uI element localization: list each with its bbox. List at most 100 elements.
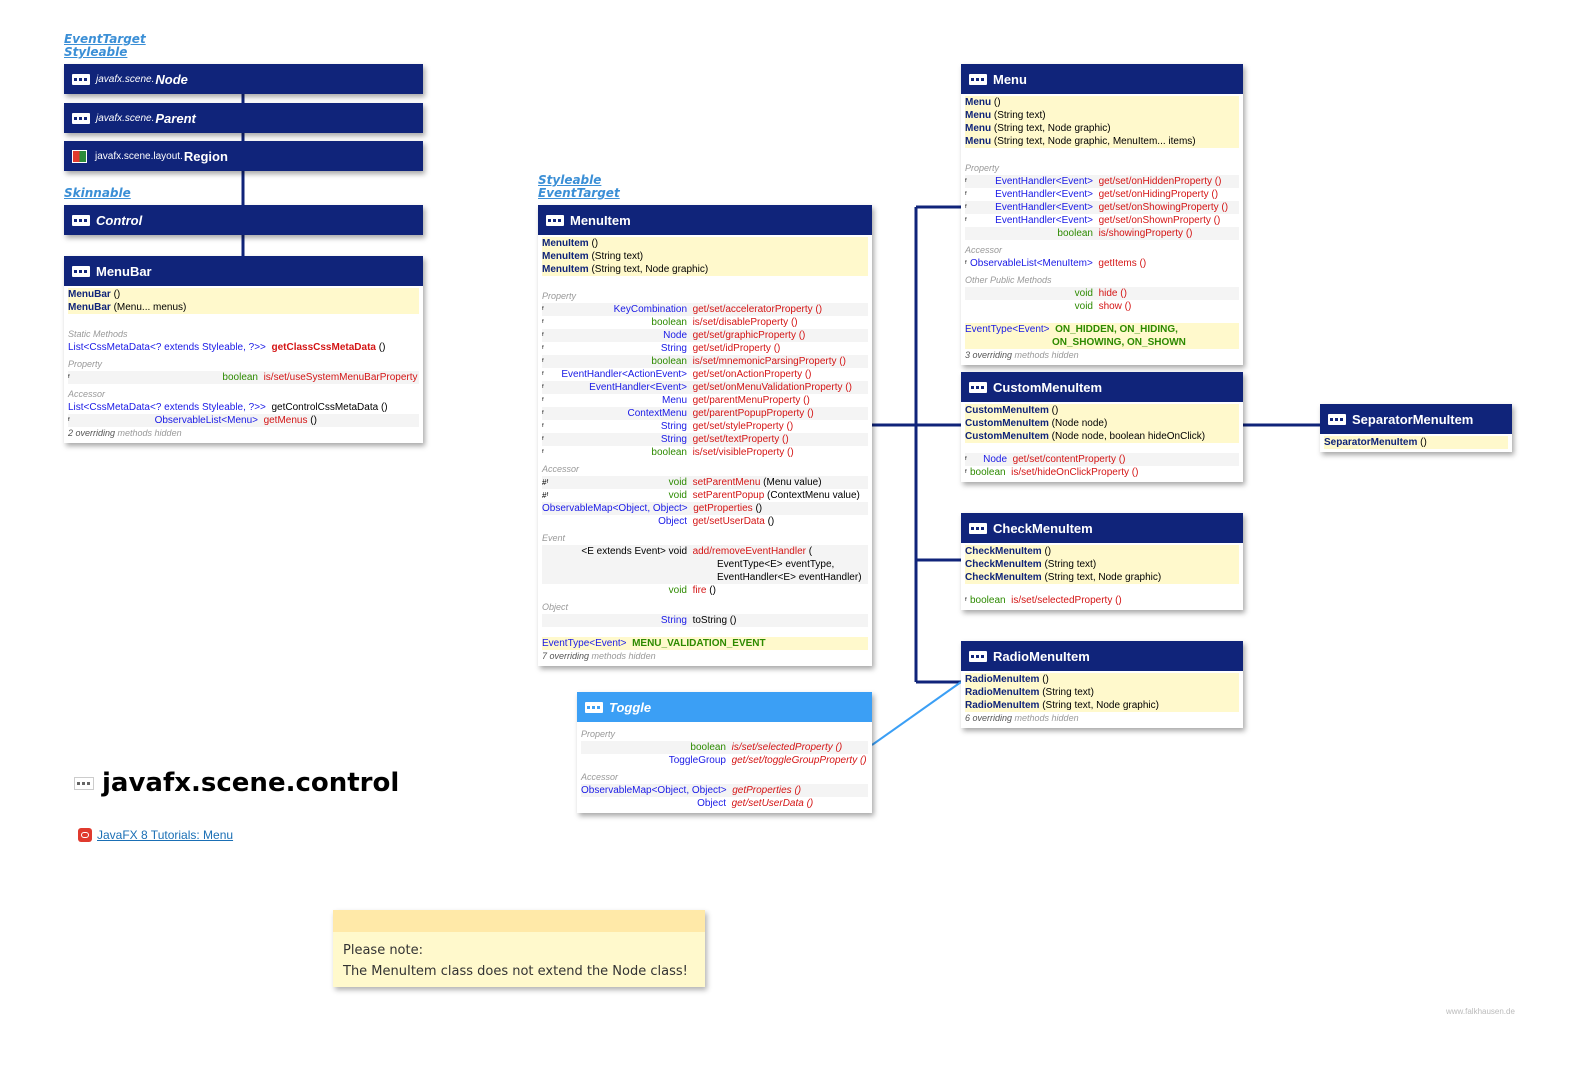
method-row[interactable]: Object get/setUserData () [697, 798, 814, 809]
section-property: Property [542, 291, 577, 301]
interface-icon [585, 701, 603, 713]
class-icon [969, 381, 987, 393]
tutorial-link-text[interactable]: JavaFX 8 Tutorials: Menu [97, 828, 234, 842]
ctor-row[interactable]: SeparatorMenuItem () [1324, 436, 1508, 449]
class-checkmenuitem[interactable]: CheckMenuItem CheckMenuItem () CheckMenu… [961, 513, 1243, 610]
ctor-row[interactable]: RadioMenuItem (String text, Node graphic… [965, 699, 1239, 712]
method-row[interactable]: String toString () [542, 614, 868, 627]
node-name: Node [155, 71, 188, 87]
method-row[interactable]: boolean is/set/selectedProperty () [581, 741, 868, 754]
method-row[interactable]: List<CssMetaData<? extends Styleable, ?>… [68, 342, 386, 353]
class-region[interactable]: javafx.scene.layout.Region [64, 141, 423, 171]
class-separatormenuitem[interactable]: SeparatorMenuItem SeparatorMenuItem () [1320, 404, 1512, 452]
section-event: Event [542, 533, 566, 543]
iface-eventtarget[interactable]: EventTarget [64, 32, 146, 46]
section-property: Property [581, 729, 616, 739]
interface-toggle[interactable]: Toggle Property boolean is/set/selectedP… [577, 692, 872, 813]
method-row[interactable]: boolean is/showingProperty () [965, 227, 1239, 240]
section-static-methods: Static Methods [68, 329, 128, 339]
class-icon [72, 112, 90, 124]
ctor-row[interactable]: MenuItem () [542, 237, 868, 250]
ctor-row[interactable]: Menu (String text, Node graphic, MenuIte… [965, 135, 1239, 148]
method-row[interactable]: void show () [1074, 301, 1132, 312]
iface-skinnable[interactable]: Skinnable [64, 186, 131, 200]
iface-styleable-menuitem[interactable]: Styleable [538, 173, 602, 187]
parent-package: javafx.scene. [96, 112, 155, 124]
method-row[interactable]: ObservableMap<Object, Object> getPropert… [542, 502, 868, 515]
section-accessor: Accessor [581, 772, 619, 782]
method-row[interactable]: Object get/setUserData () [658, 516, 775, 527]
region-package: javafx.scene.layout. [95, 150, 183, 162]
ctor-row[interactable]: MenuItem (String text, Node graphic) [542, 263, 868, 276]
class-menu[interactable]: Menu Menu () Menu (String text) Menu (St… [961, 64, 1243, 365]
class-parent[interactable]: javafx.scene.Parent [64, 103, 423, 133]
class-custommenuitem[interactable]: CustomMenuItem CustomMenuItem () CustomM… [961, 372, 1243, 482]
class-radiomenuitem[interactable]: RadioMenuItem RadioMenuItem () RadioMenu… [961, 641, 1243, 728]
package-title: javafx.scene.control [74, 768, 399, 798]
class-node[interactable]: javafx.scene.Node [64, 64, 423, 94]
ctor-row[interactable]: CustomMenuItem (Node node, boolean hideO… [965, 430, 1239, 443]
ctor-row[interactable]: CheckMenuItem (String text, Node graphic… [965, 571, 1239, 584]
iface-eventtarget-menuitem[interactable]: EventTarget [538, 186, 620, 200]
section-property: Property [68, 359, 103, 369]
method-row[interactable]: ToggleGroup get/set/toggleGroupProperty … [668, 755, 867, 766]
section-object: Object [542, 602, 569, 612]
method-row[interactable]: void fire () [668, 585, 716, 596]
class-menuitem[interactable]: MenuItem MenuItem () MenuItem (String te… [538, 205, 872, 666]
class-menubar[interactable]: MenuBar MenuBar () MenuBar (Menu... menu… [64, 256, 423, 443]
method-row-cont: EventType<E> eventType, [542, 558, 868, 571]
ctor-row[interactable]: RadioMenuItem (String text) [965, 686, 1239, 699]
ctor-row[interactable]: CheckMenuItem (String text) [965, 558, 1239, 571]
method-row[interactable]: <E extends Event> void add/removeEventHa… [542, 545, 868, 558]
note-line-1: Please note: [343, 943, 423, 958]
ctor-row[interactable]: RadioMenuItem () [965, 673, 1239, 686]
class-control[interactable]: Control [64, 205, 423, 235]
constant-row[interactable]: EventType<Event> MENU_VALIDATION_EVENT [542, 637, 868, 650]
iface-styleable[interactable]: Styleable [64, 45, 128, 59]
ctor-row[interactable]: Menu (String text, Node graphic) [965, 122, 1239, 135]
method-row[interactable]: void hide () [965, 287, 1239, 300]
class-icon [72, 73, 90, 85]
ctor-row[interactable]: MenuBar () [68, 288, 419, 301]
tutorial-link[interactable]: JavaFX 8 Tutorials: Menu [78, 828, 233, 842]
ctor-row[interactable]: CheckMenuItem () [965, 545, 1239, 558]
ctor-row[interactable]: MenuItem (String text) [542, 250, 868, 263]
class-icon [969, 650, 987, 662]
ctor-row[interactable]: CustomMenuItem () [965, 404, 1239, 417]
method-row[interactable]: List<CssMetaData<? extends Styleable, ?>… [68, 402, 388, 413]
class-icon [72, 214, 90, 226]
ctor-row[interactable]: MenuBar (Menu... menus) [68, 301, 419, 314]
ctor-row[interactable]: Menu () [965, 96, 1239, 109]
class-icon [1328, 413, 1346, 425]
ctor-row[interactable]: CustomMenuItem (Node node) [965, 417, 1239, 430]
constant-row[interactable]: EventType<Event> ON_HIDDEN, ON_HIDING, [965, 323, 1239, 336]
ctor-row[interactable]: Menu (String text) [965, 109, 1239, 122]
class-icon [72, 265, 90, 277]
method-row[interactable]: ObservableMap<Object, Object> getPropert… [581, 784, 868, 797]
